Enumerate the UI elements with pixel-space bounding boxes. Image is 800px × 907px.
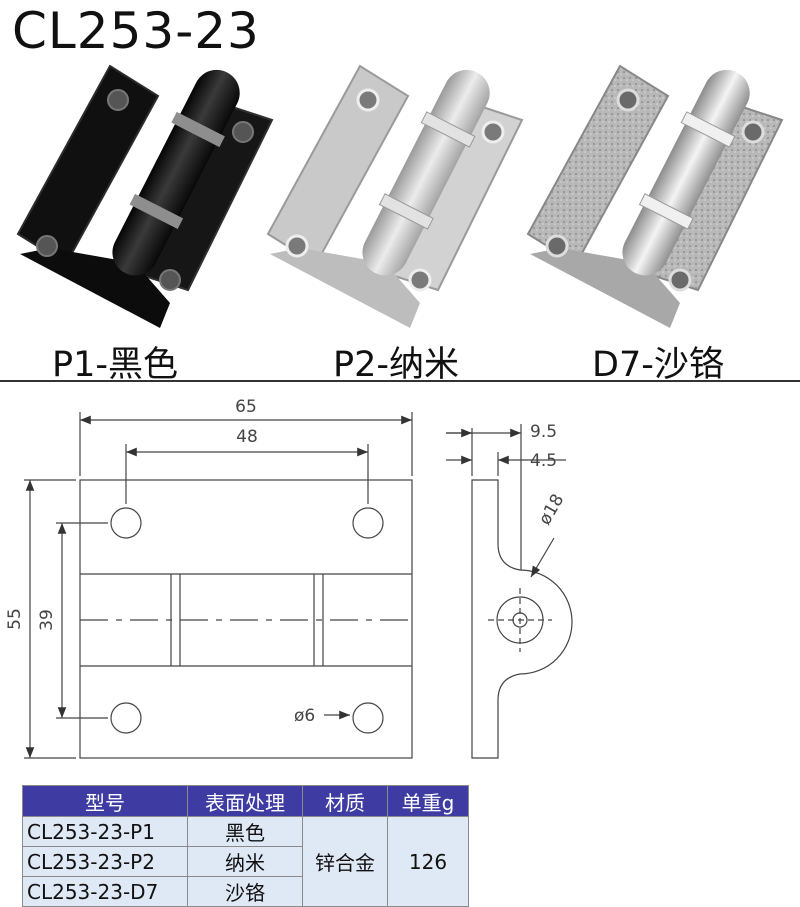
header-material: 材质 xyxy=(302,785,388,817)
dim-width-label: 65 xyxy=(235,397,257,417)
dim-height-label: 55 xyxy=(5,608,25,630)
dim-hole-spacing-y-label: 39 xyxy=(37,609,57,631)
mounting-hole xyxy=(352,702,384,734)
table-row: CL253-23-P2 纳米 xyxy=(22,846,469,877)
product-title: CL253-23 xyxy=(12,2,260,60)
cell-finish: 纳米 xyxy=(187,846,303,877)
side-view-outline xyxy=(471,479,573,759)
cell-model: CL253-23-P1 xyxy=(22,816,188,847)
section-divider xyxy=(0,380,800,382)
table-header-row: 型号 表面处理 材质 单重g xyxy=(22,785,469,817)
cell-finish: 沙铬 xyxy=(187,876,303,907)
variant-caption-black: P1-黑色 xyxy=(52,345,179,385)
hinge-photo-nano xyxy=(266,64,524,328)
table-row: CL253-23-P1 黑色 锌合金 126 xyxy=(22,816,469,907)
dim-leaf-label: 4.5 xyxy=(530,451,557,471)
hinge-photo-black xyxy=(16,64,274,328)
dim-thickness-label: 9.5 xyxy=(530,422,557,442)
cell-finish: 黑色 xyxy=(187,816,303,847)
mounting-hole xyxy=(110,702,142,734)
mounting-hole xyxy=(110,507,142,539)
dim-hole-spacing-x-label: 48 xyxy=(236,427,258,447)
header-finish: 表面处理 xyxy=(187,785,303,817)
cell-weight: 126 xyxy=(387,816,469,907)
dim-knuckle-label: ø18 xyxy=(535,491,568,529)
table-row: CL253-23-D7 沙铬 xyxy=(22,876,469,907)
front-view-outline xyxy=(79,479,413,759)
mounting-hole xyxy=(352,507,384,539)
spec-table: 型号 表面处理 材质 单重g CL253-23-P1 黑色 锌合金 126 CL… xyxy=(22,785,469,907)
hinge-photo-sandchrome xyxy=(526,64,784,328)
variant-caption-sandchrome: D7-沙铬 xyxy=(592,345,724,385)
technical-drawing: 65 48 55 39 ø6 9.5 4.5 ø18 xyxy=(5,397,573,759)
header-model: 型号 xyxy=(22,785,188,817)
cell-material: 锌合金 xyxy=(302,816,388,907)
cell-model: CL253-23-D7 xyxy=(22,876,188,907)
cell-model: CL253-23-P2 xyxy=(22,846,188,877)
header-weight: 单重g xyxy=(387,785,469,817)
variant-caption-nano: P2-纳米 xyxy=(333,345,460,385)
dim-hole-diameter-label: ø6 xyxy=(294,706,315,726)
